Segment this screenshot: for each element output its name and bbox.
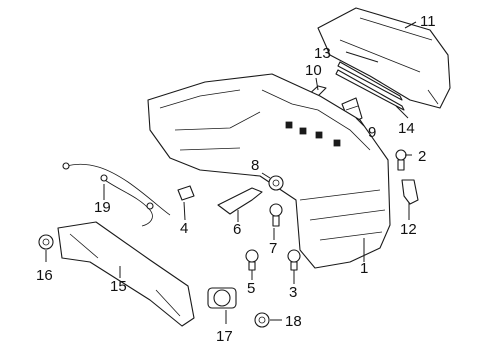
part-17-sensor: [207, 287, 237, 309]
callout-4: 4: [180, 220, 188, 237]
leader-lines: [45, 21, 417, 324]
part-7-bolt: [269, 203, 283, 227]
callout-15: 15: [110, 278, 127, 295]
part-6-bracket: [217, 187, 263, 215]
callout-6: 6: [233, 221, 241, 238]
callout-13: 13: [314, 45, 331, 62]
callout-2: 2: [418, 148, 426, 165]
callout-9: 9: [368, 124, 376, 141]
part-8-nut: [268, 175, 284, 191]
callout-11: 11: [420, 13, 436, 30]
part-3-clip: [287, 249, 301, 271]
part-12-bracket: [401, 179, 419, 205]
callout-labels: 1 2 3 4 5 6 7 8 9 10 11 12 13 14 15 16 1…: [36, 13, 436, 345]
part-18-grommet: [254, 312, 270, 328]
callout-1: 1: [360, 260, 368, 277]
callout-10: 10: [305, 62, 322, 79]
callout-12: 12: [400, 221, 417, 238]
callout-17: 17: [216, 328, 233, 345]
callout-5: 5: [247, 280, 255, 297]
part-1-bumper-cover: [147, 73, 391, 269]
part-2-push-pin: [395, 149, 407, 171]
part-11-upper-cover: [317, 7, 451, 109]
part-19-wiring-harness: [62, 162, 171, 227]
callout-18: 18: [285, 313, 302, 330]
callout-16: 16: [36, 267, 53, 284]
callout-14: 14: [398, 120, 415, 137]
callout-7: 7: [269, 240, 277, 257]
part-13-14-trim-strips: [335, 61, 405, 111]
callout-19: 19: [94, 199, 111, 216]
part-5-pin: [245, 249, 259, 271]
part-4-bracket: [177, 185, 195, 201]
callout-3: 3: [289, 284, 297, 301]
part-15-impact-bar: [57, 221, 195, 327]
part-16-nut: [38, 234, 54, 250]
callout-8: 8: [251, 157, 259, 174]
